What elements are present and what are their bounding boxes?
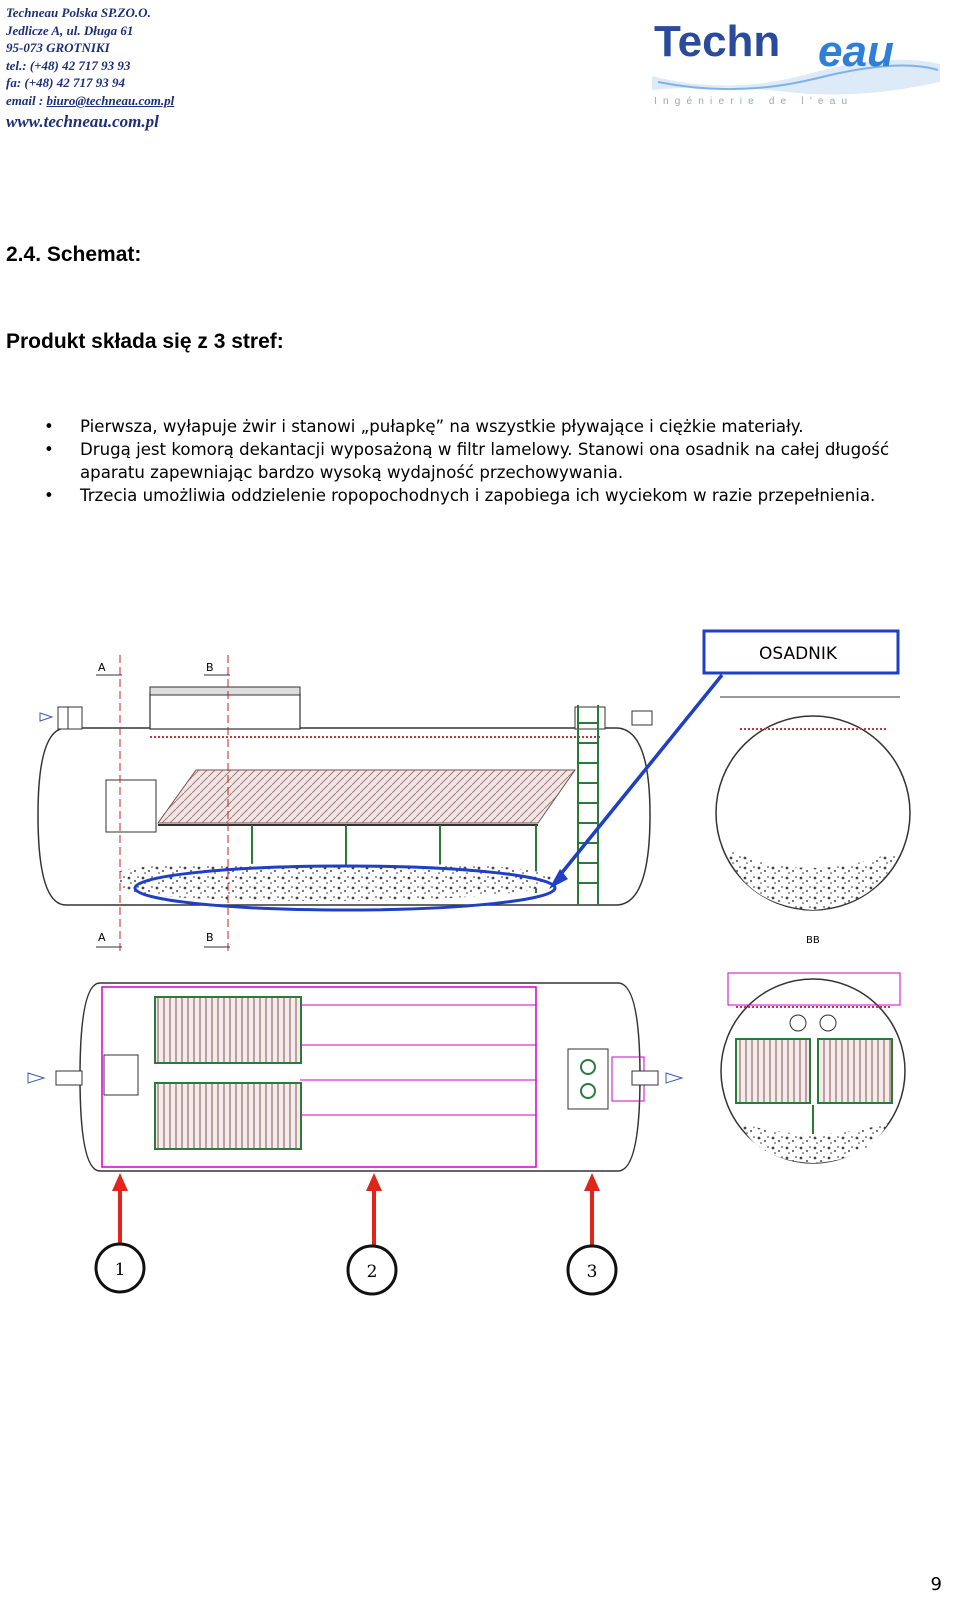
website-link[interactable]: www.techneau.com.pl — [6, 111, 159, 131]
list-item-text: Trzecia umożliwia oddzielenie ropopochod… — [80, 486, 876, 505]
company-header: Techneau Polska SP.ZO.O. Jedlicze A, ul.… — [6, 4, 306, 133]
section-title: 2.4. Schemat: — [6, 243, 142, 266]
zone-markers: 1 2 3 — [94, 1173, 618, 1296]
plan-view — [27, 982, 684, 1172]
zone-number-3: 3 — [587, 1262, 598, 1282]
bullet-icon: • — [44, 440, 54, 459]
email-label: email : — [6, 92, 47, 108]
osadnik-label: OSADNIK — [759, 644, 838, 664]
subtitle: Produkt składa się z 3 stref: — [6, 330, 284, 353]
section-mark-a-bottom: A — [98, 931, 106, 944]
logo-text-eau: eau — [818, 27, 894, 76]
logo-tagline: Ingénierie de l'eau — [654, 96, 853, 107]
email-link[interactable]: biuro@techneau.com.pl — [46, 92, 175, 108]
section-bb-label: BB — [806, 935, 820, 946]
address-line-2: 95-073 GROTNIKI — [6, 40, 110, 56]
side-view: A B A B — [37, 655, 653, 955]
zone-list: • Pierwsza, wyłapuje żwir i stanowi „puła… — [44, 415, 924, 507]
cross-section-bottom — [720, 972, 906, 1164]
list-item: • Trzecia umożliwia oddzielenie ropopocho… — [44, 484, 924, 507]
section-mark-a-top: A — [98, 661, 106, 674]
osadnik-callout: OSADNIK — [549, 629, 900, 889]
techneau-logo: Techn eau Ingénierie de l'eau — [648, 4, 948, 112]
list-item-text: Pierwsza, wyłapuje żwir i stanowi „pułap… — [80, 417, 804, 436]
page-number: 9 — [930, 1574, 942, 1595]
separator-schematic: A B A B OSADNIK BB — [27, 629, 911, 1296]
bullet-icon: • — [44, 486, 54, 505]
email-line: email : biuro@techneau.com.pl — [6, 92, 306, 110]
telephone: tel.: (+48) 42 717 93 93 — [6, 57, 131, 73]
cross-section-top: BB — [715, 696, 911, 946]
zone-number-1: 1 — [115, 1260, 126, 1280]
address-line-1: Jedlicze A, ul. Długa 61 — [6, 22, 134, 38]
list-item-text: Drugą jest komorą dekantacji wyposażoną … — [80, 440, 890, 482]
bullet-icon: • — [44, 417, 54, 436]
zone-number-2: 2 — [367, 1262, 378, 1282]
company-name: Techneau Polska SP.ZO.O. — [6, 5, 151, 20]
list-item: • Drugą jest komorą dekantacji wyposażoną… — [44, 438, 924, 484]
section-mark-b-top: B — [206, 661, 214, 674]
list-item: • Pierwsza, wyłapuje żwir i stanowi „puła… — [44, 415, 924, 438]
logo-text-techn: Techn — [654, 17, 780, 66]
fax: fa: (+48) 42 717 93 94 — [6, 75, 125, 91]
section-mark-b-bottom: B — [206, 931, 214, 944]
